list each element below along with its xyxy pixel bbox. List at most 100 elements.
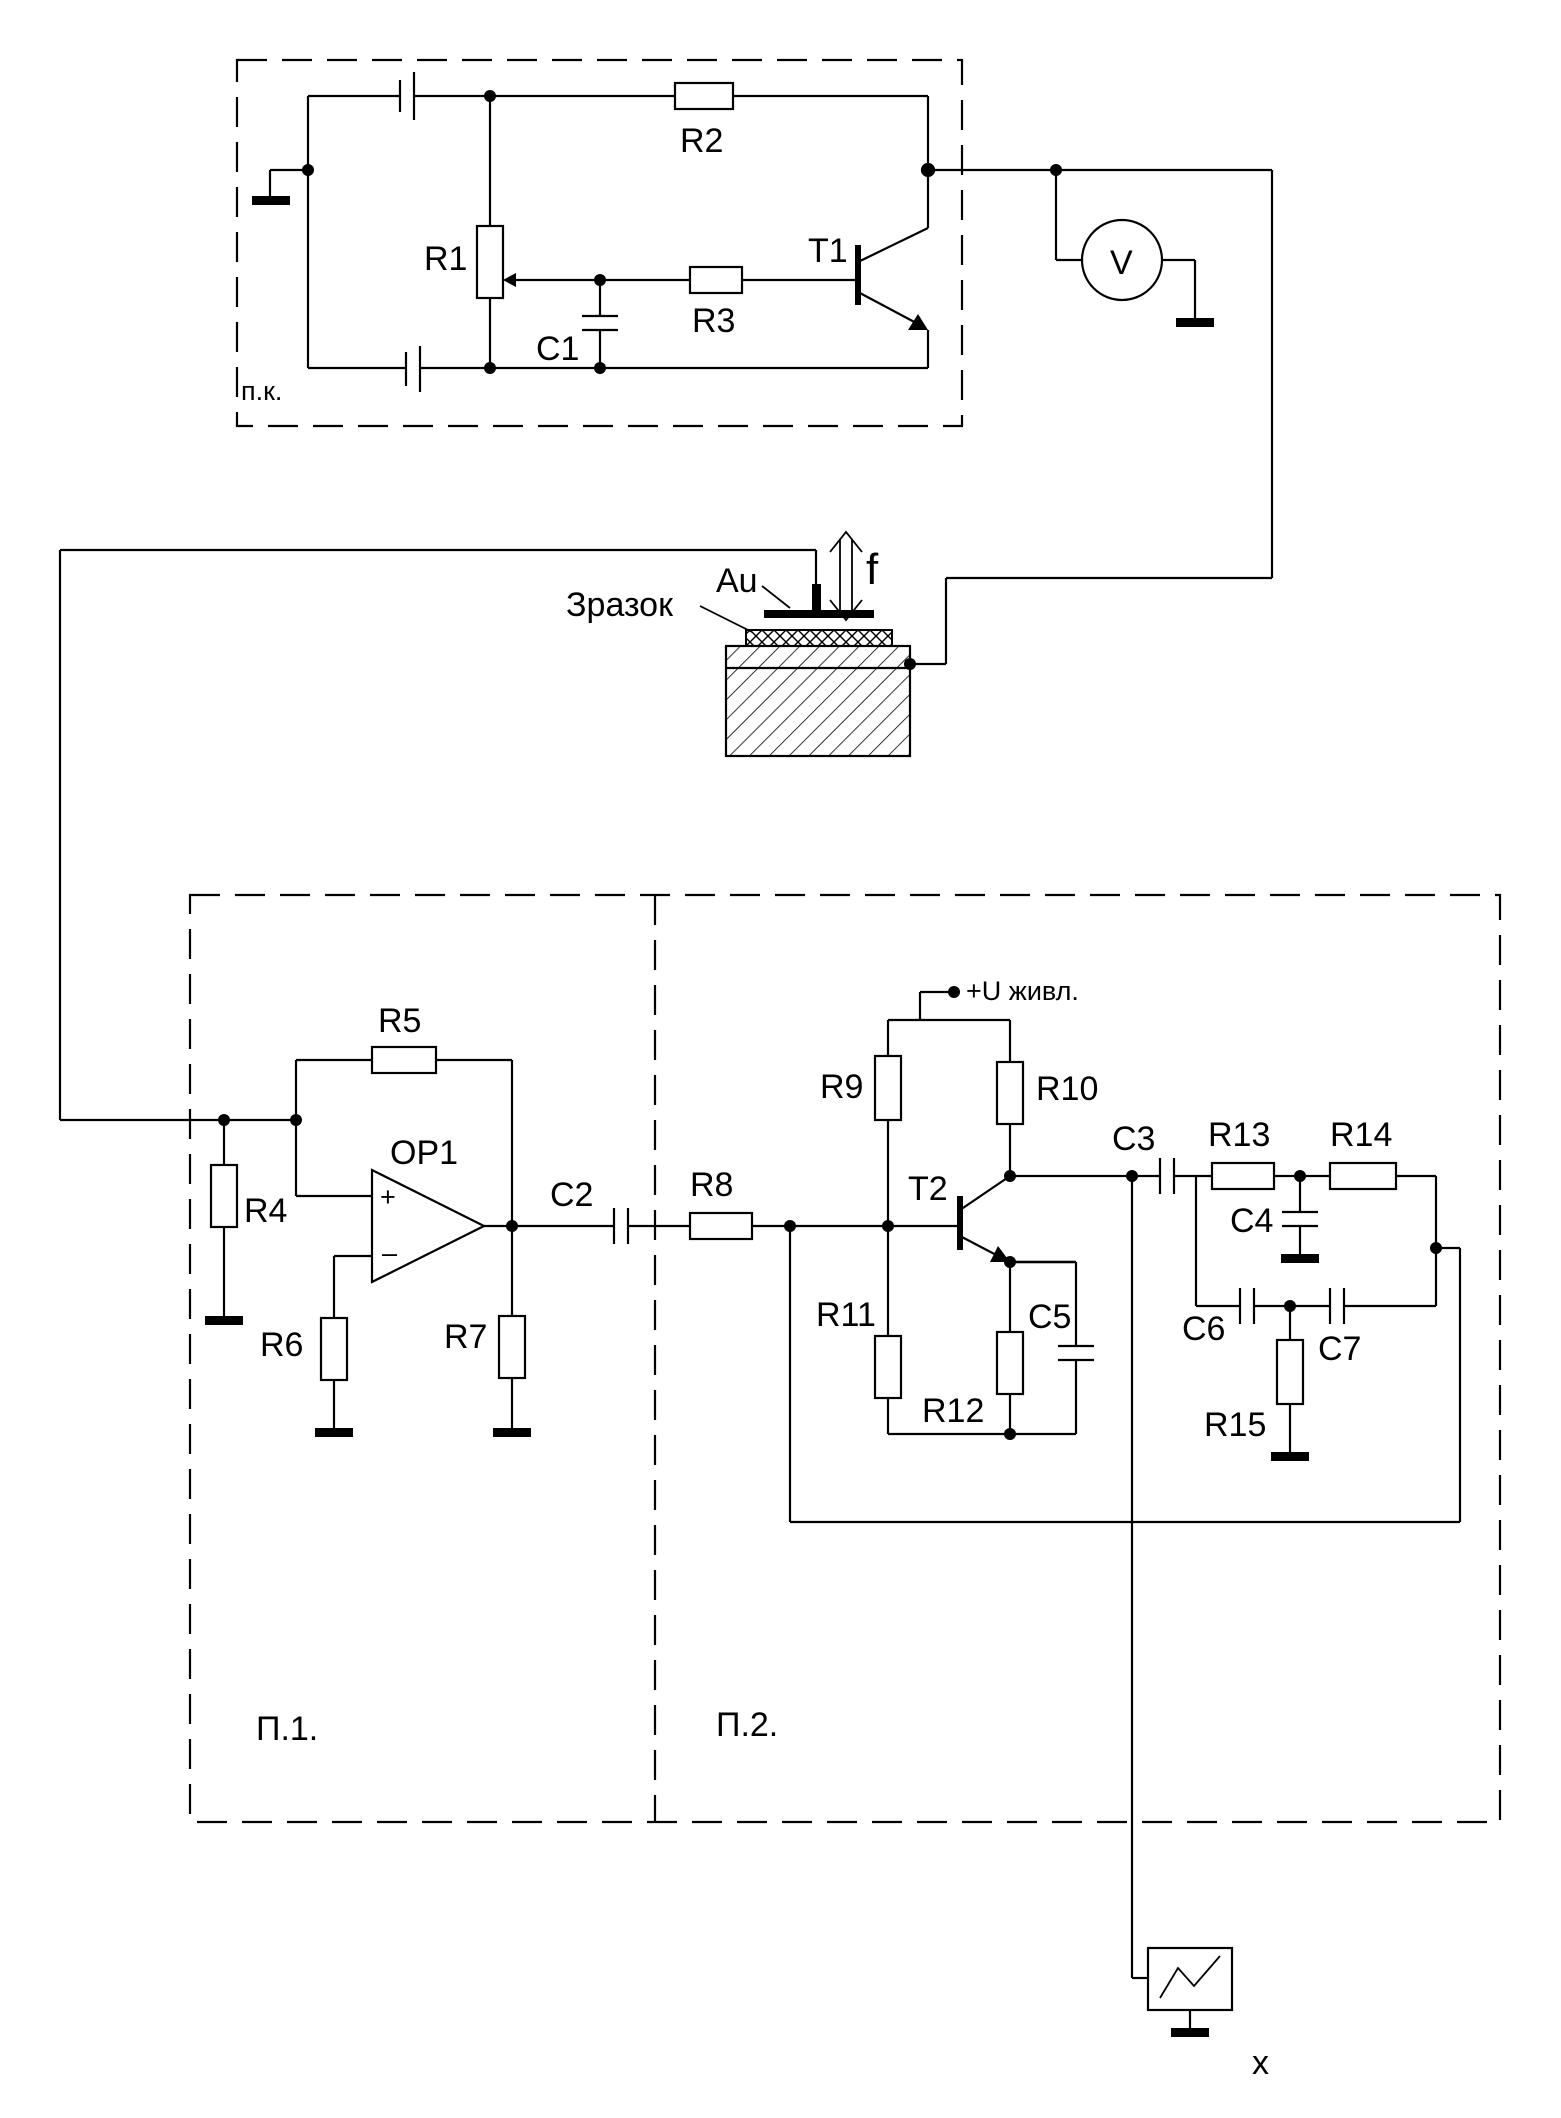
label-block-pk: п.к. [241,376,282,406]
junction-dot [904,658,916,670]
label-t2: T2 [908,1170,948,1208]
op1-plus-label: + [380,1182,396,1212]
resistor-r2 [673,81,735,111]
resistor-r7 [497,1314,527,1380]
probe-stem [812,584,821,612]
label-c3: C3 [1112,1120,1155,1158]
resistor-r6 [319,1316,349,1382]
junction-dot [1294,1170,1306,1182]
capacitor-c6 [1238,1288,1256,1324]
label-r6: R6 [260,1326,303,1364]
label-r15: R15 [1204,1406,1266,1444]
capacitor-c5 [1058,1344,1094,1362]
capacitor-c2 [612,1208,630,1244]
op1-minus-label: – [382,1238,397,1268]
junction-dot [594,362,606,374]
label-block-p2: П.2. [716,1706,778,1744]
sample-assembly [699,530,916,758]
label-r2: R2 [680,122,723,160]
pk-circuit [268,94,1272,370]
label-r1: R1 [424,240,467,278]
junction-dot [784,1220,796,1232]
junction-dot [484,362,496,374]
label-r7: R7 [444,1318,487,1356]
voltmeter-label: V [1110,244,1133,282]
label-r3: R3 [692,302,735,340]
label-r8: R8 [690,1166,733,1204]
label-c4: C4 [1230,1202,1273,1240]
block-p1-p2-boundary [188,893,1502,1824]
ground-symbol [252,196,290,205]
label-c1: C1 [536,330,579,368]
ground-symbol [493,1428,531,1437]
junction-dot [1126,1170,1138,1182]
junction-dot [882,1220,894,1232]
junction-dot [1284,1300,1296,1312]
capacitor-c4 [1282,1210,1318,1228]
p2-circuit [752,990,1462,1980]
label-c7: C7 [1318,1330,1361,1368]
junction-dot [1004,1256,1016,1268]
label-r5: R5 [378,1002,421,1040]
sample-layer [745,629,893,647]
label-sample: Зразок [566,586,674,624]
ground-symbol [315,1428,353,1437]
label-op1: OP1 [390,1134,458,1172]
label-f: f [866,545,879,594]
junction-dot [218,1114,230,1126]
label-r9: R9 [820,1068,863,1106]
transistor-t2 [957,1175,1011,1262]
label-block-p1: П.1. [256,1710,318,1748]
junction-dot [1430,1242,1442,1254]
r1-wiper-arrow [503,273,516,287]
label-r10: R10 [1036,1070,1098,1108]
capacitor-c1 [582,314,618,332]
resistor-r11 [873,1334,903,1400]
junction-dot [290,1114,302,1126]
ground-symbol [1171,2028,1209,2037]
resistor-r14 [1328,1161,1398,1191]
resistor-r3 [688,265,744,295]
battery-top [398,72,416,120]
junction-dot [302,164,314,176]
block-pk-boundary [235,58,964,428]
ground-symbol [205,1316,243,1325]
junction-dot [506,1220,518,1232]
battery-bottom [404,346,422,392]
ground-symbol [1176,318,1214,327]
resistor-r4 [209,1163,239,1229]
label-au: Au [716,562,758,600]
label-c6: C6 [1182,1310,1225,1348]
ground-symbol [1271,1452,1309,1461]
junction-dot [1004,1428,1016,1440]
resistor-r10 [995,1060,1025,1126]
substrate [724,644,912,758]
label-r11: R11 [816,1296,876,1334]
interconnect-wires [58,170,1274,1122]
resistor-r5 [370,1045,438,1075]
junction-dot [1050,164,1062,176]
label-r4: R4 [244,1192,287,1230]
voltmeter [1080,218,1164,302]
terminal-circle [920,162,936,178]
label-supply: +U живл. [966,976,1079,1006]
ground-symbol [1281,1254,1319,1263]
transistor-t1 [855,170,930,338]
supply-terminal [948,986,960,998]
opamp-op1 [370,1168,487,1284]
junction-dot [594,274,606,286]
label-r12: R12 [922,1392,984,1430]
oscilloscope [1146,1946,1234,2030]
resistor-r9 [873,1054,903,1122]
label-c5: C5 [1028,1298,1071,1336]
junction-dot [484,90,496,102]
au-electrode [764,610,874,618]
junction-dot [1004,1170,1016,1182]
label-c2: C2 [550,1176,593,1214]
label-r14: R14 [1330,1116,1392,1154]
resistor-r1 [475,224,505,300]
resistor-r8 [688,1211,754,1241]
label-t1: T1 [808,232,848,270]
label-output-x: x [1252,2044,1269,2082]
